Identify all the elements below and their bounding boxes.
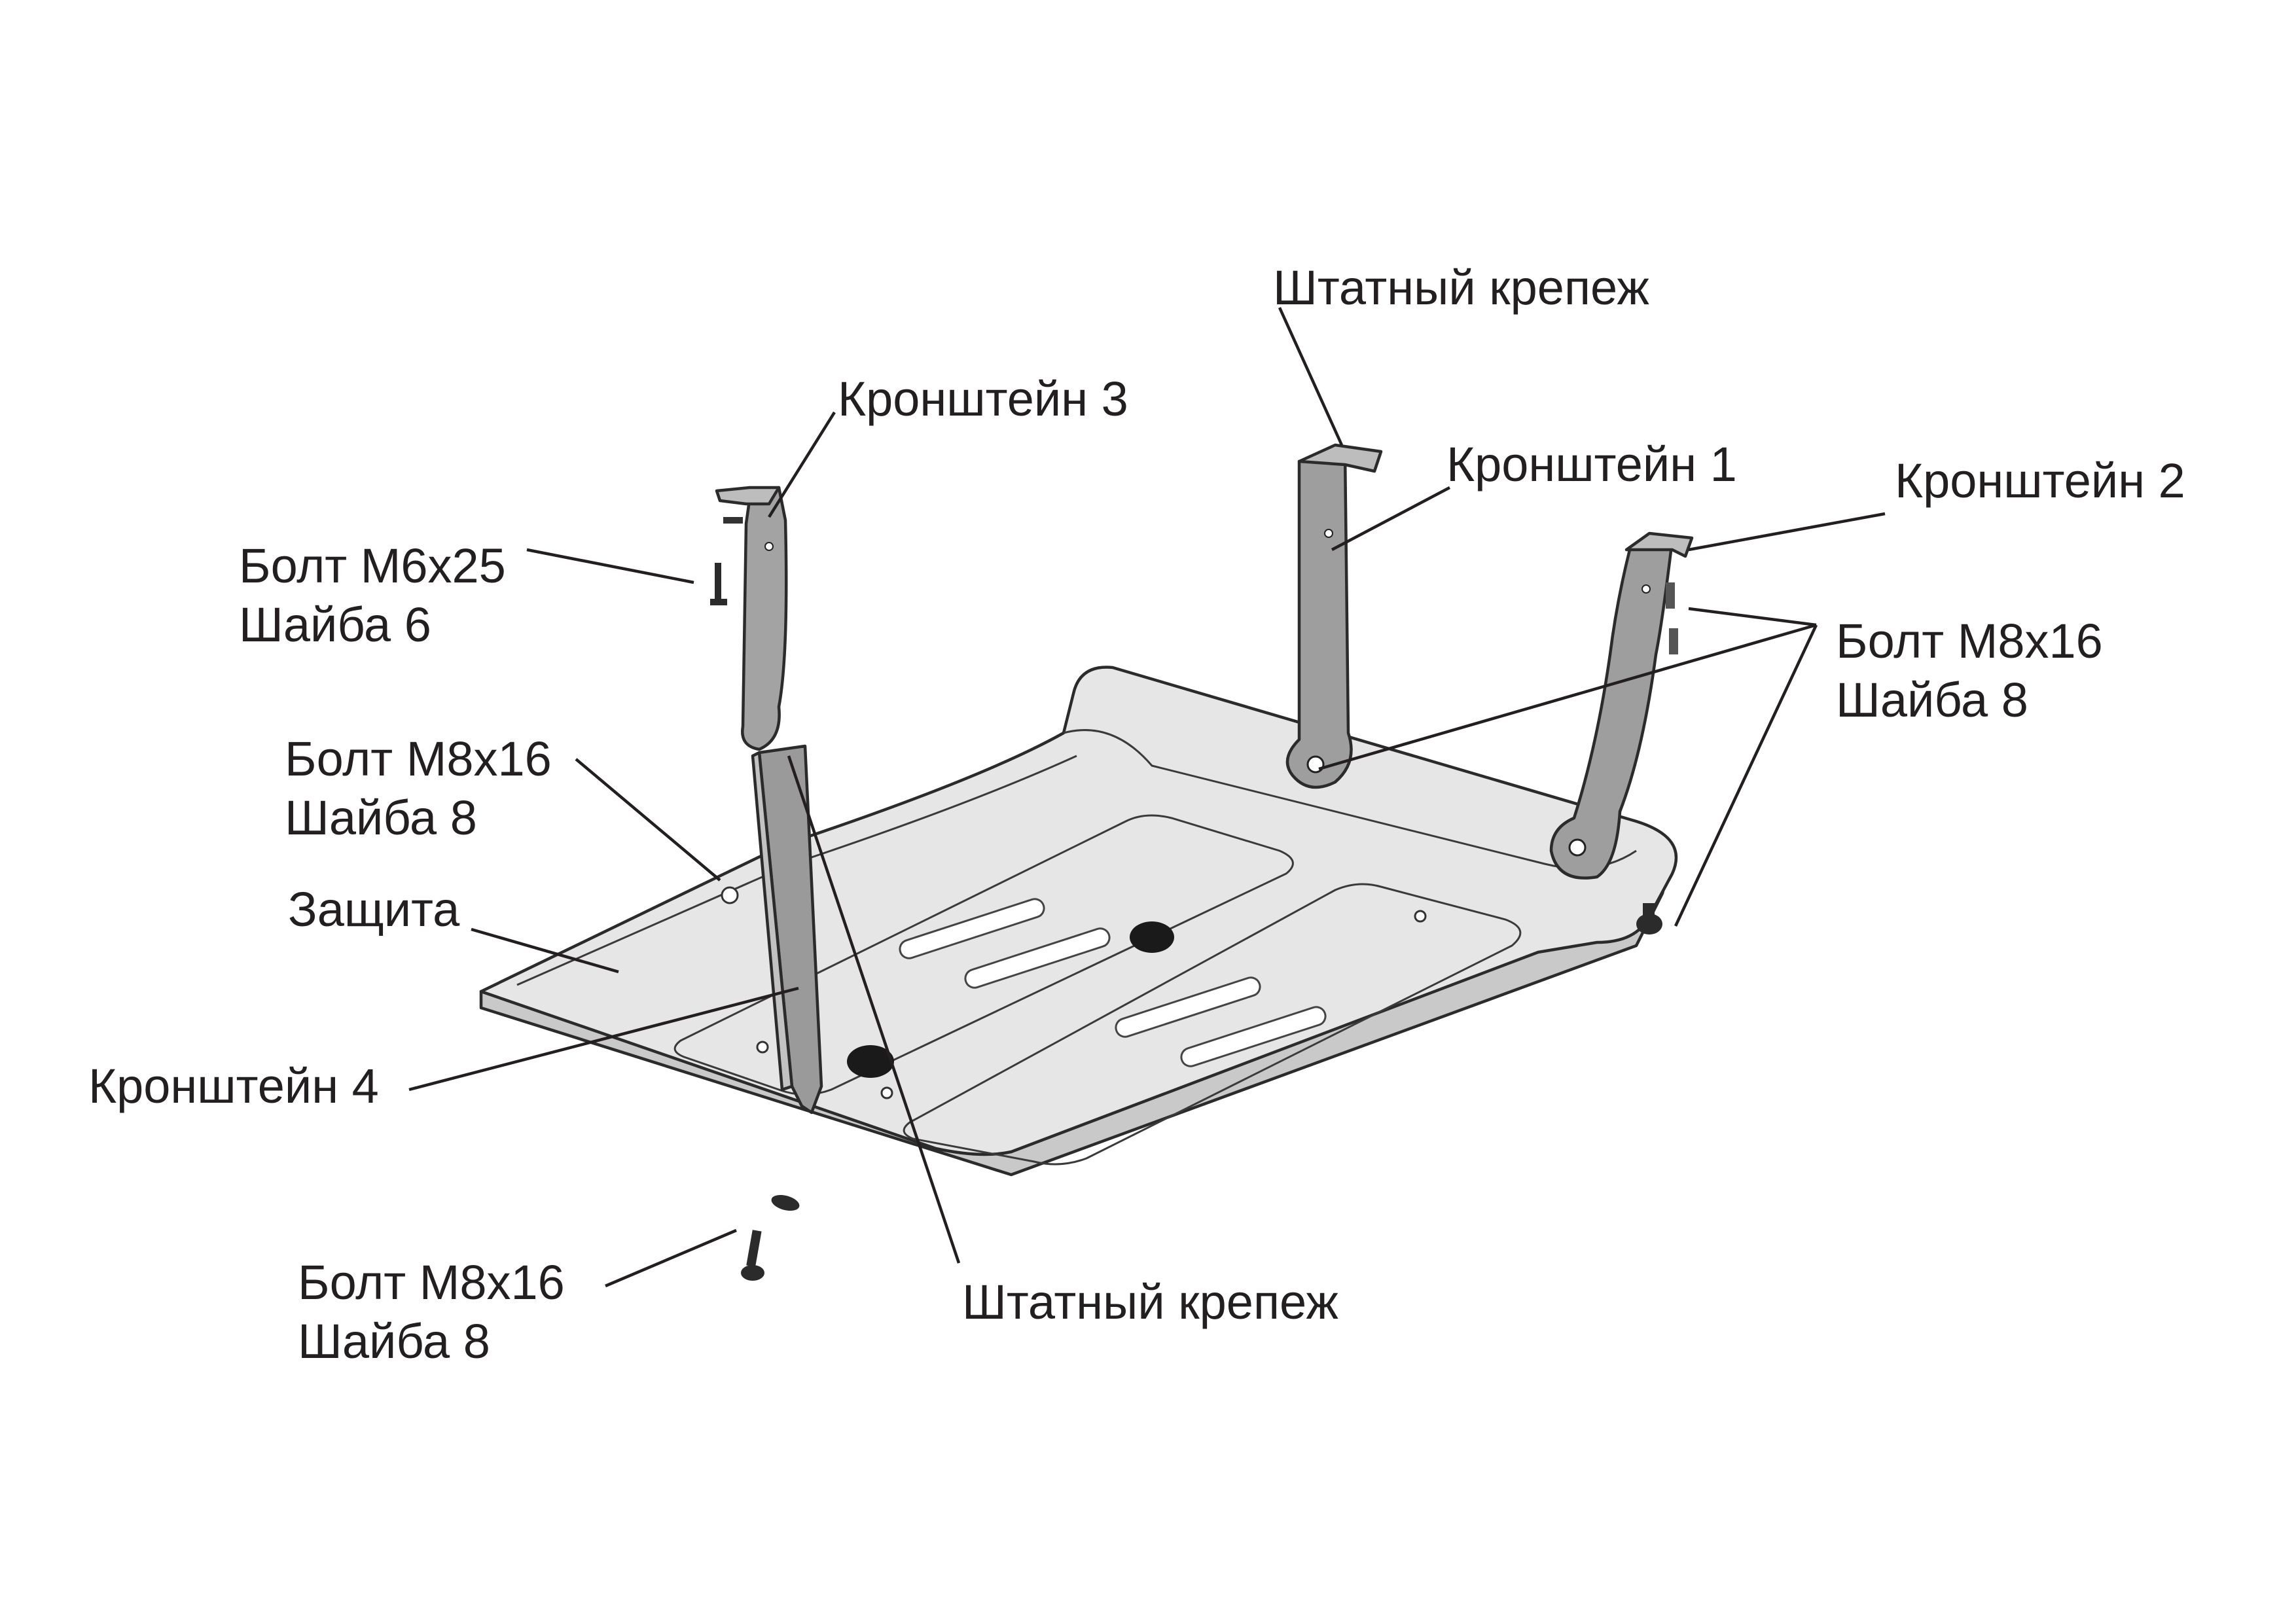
label-bolt-left: Болт М8х16 (285, 732, 552, 786)
guard-plate (479, 666, 1678, 1177)
label-washer-left: Шайба 8 (285, 791, 477, 845)
label-shtatny-bottom: Штатный крепеж (962, 1275, 1338, 1329)
washer-bottom (771, 1194, 800, 1211)
bracket-2-hole (1568, 838, 1587, 857)
mount-hole (721, 886, 739, 904)
mount-hole (1414, 910, 1427, 923)
leader-bracket2 (1688, 512, 1886, 552)
ventilation-slots (899, 898, 1327, 1067)
bolt-stud (1669, 628, 1678, 654)
bracket-3-hole (764, 542, 774, 551)
mount-hole (756, 1041, 769, 1054)
label-shtatny-top: Штатный крепеж (1273, 260, 1649, 315)
label-bracket1: Кронштейн 1 (1446, 437, 1737, 491)
guard-side-crease (516, 755, 1077, 986)
leader-bolt-right-a (1688, 607, 1817, 627)
bracket-4 (751, 744, 823, 1115)
slot (899, 898, 1045, 959)
bolt-right-shank (1643, 903, 1655, 920)
bracket-3-body (741, 486, 788, 751)
guard-plate-top (479, 666, 1678, 1156)
label-bracket4: Кронштейн 4 (88, 1059, 379, 1113)
mount-hole (880, 1086, 893, 1099)
leader-bolt-m6 (526, 548, 694, 584)
leader-bracket4 (408, 986, 799, 1092)
drain-plug (1130, 921, 1174, 953)
leader-shtatny-bottom (787, 755, 961, 1264)
bracket-4-side (751, 751, 794, 1092)
bracket-1-tab (1297, 443, 1383, 473)
bolt-m6x25-shank (715, 563, 721, 599)
bracket-1-hole (1306, 755, 1325, 774)
label-bolt-bottom: Болт М8х16 (298, 1255, 565, 1310)
guard-recess-left (673, 814, 1294, 1096)
bracket-2-tab (1624, 531, 1694, 558)
bolt-bottom-loose (741, 1194, 800, 1281)
leader-bolt-right-c (1674, 624, 1818, 927)
label-washer6: Шайба 6 (239, 597, 431, 652)
bracket-1-body (1285, 450, 1353, 789)
bolt-bottom-head (741, 1265, 764, 1281)
bracket-1-hole (1324, 529, 1333, 538)
label-guard: Защита (288, 882, 460, 936)
label-bracket3: Кронштейн 3 (838, 372, 1128, 426)
leader-lines (408, 307, 1886, 1288)
bracket-2-body (1549, 538, 1674, 880)
bolt-stud (1666, 582, 1675, 609)
bracket-2 (1549, 531, 1694, 880)
slot (964, 927, 1111, 989)
bolt-m6x25 (710, 563, 727, 605)
bolt-m6x25-head (710, 599, 727, 605)
leader-bracket1 (1331, 486, 1451, 551)
labels: Штатный крепеж Кронштейн 3 Кронштейн 1 К… (88, 260, 2185, 1368)
guard-recess-right (903, 883, 1522, 1166)
bracket-3 (715, 486, 788, 751)
leader-bolt-left (575, 758, 721, 882)
bracket-1 (1285, 443, 1383, 789)
label-washer-bottom: Шайба 8 (298, 1314, 490, 1368)
bolt-head (723, 517, 743, 524)
leader-bolt-right-b (1318, 623, 1817, 771)
leader-bracket3 (768, 411, 836, 518)
slot (1115, 976, 1261, 1038)
leader-bolt-bottom (605, 1228, 737, 1288)
label-bracket2: Кронштейн 2 (1895, 454, 2185, 508)
bracket-2-hole (1641, 584, 1651, 594)
label-bolt-right: Болт М8х16 (1836, 614, 2103, 668)
drain-plug (847, 1045, 894, 1078)
leader-shtatny-top (1278, 307, 1344, 446)
bracket-3-tab (715, 486, 781, 506)
slot (1180, 1006, 1327, 1067)
label-bolt-m6: Болт М6х25 (239, 539, 506, 593)
leader-guard (471, 927, 619, 974)
label-washer-right: Шайба 8 (1836, 673, 2028, 727)
bolt-bottom-shank (746, 1230, 762, 1267)
bolt-right-loose (1636, 903, 1662, 935)
